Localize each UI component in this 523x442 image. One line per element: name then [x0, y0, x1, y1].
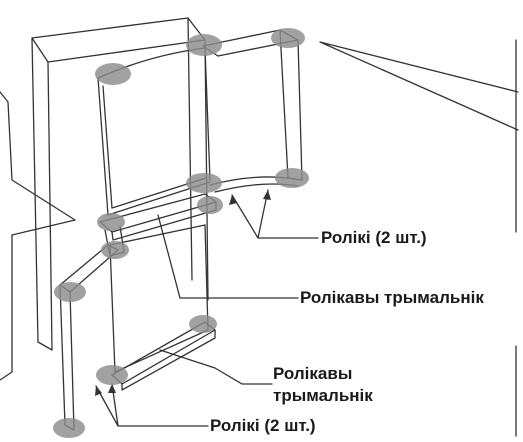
marker-upper-door-top-right [186, 34, 222, 56]
arrow-heads [95, 190, 271, 396]
marker-lower-door-left [96, 365, 128, 385]
marker-upper-frame-bottom [275, 168, 309, 188]
marker-middle-hinge-bottom [101, 241, 129, 259]
leader-rollers-top [231, 189, 319, 239]
left-callout-bracket [0, 91, 76, 381]
upper-door-frame [202, 29, 303, 193]
label-holder-bottom-line2: трымальнік [273, 386, 373, 406]
marker-upper-frame-top [271, 28, 305, 48]
leader-holder-bottom [159, 349, 273, 385]
leader-holder-top [157, 214, 299, 299]
marker-upper-door-top-left [95, 63, 131, 85]
marker-lower-frame-bottom [53, 418, 85, 438]
fridge-cabinet [31, 17, 209, 351]
hinge-markers [53, 28, 309, 438]
marker-lower-frame-top [54, 282, 86, 302]
marker-upper-door-bottom [186, 173, 222, 193]
label-holder-bottom-line1: Ролікавы [273, 364, 353, 384]
right-callout-lines [319, 41, 519, 131]
label-rollers-top: Ролікі (2 шт.) [321, 228, 427, 248]
label-holder-top: Ролікавы трымальнік [300, 288, 484, 308]
marker-upper-holder-right [197, 196, 223, 214]
label-rollers-bottom: Ролікі (2 шт.) [210, 416, 316, 436]
lower-door-frame [59, 244, 119, 431]
marker-lower-holder-right [189, 315, 217, 333]
marker-middle-hinge-top [97, 213, 125, 231]
